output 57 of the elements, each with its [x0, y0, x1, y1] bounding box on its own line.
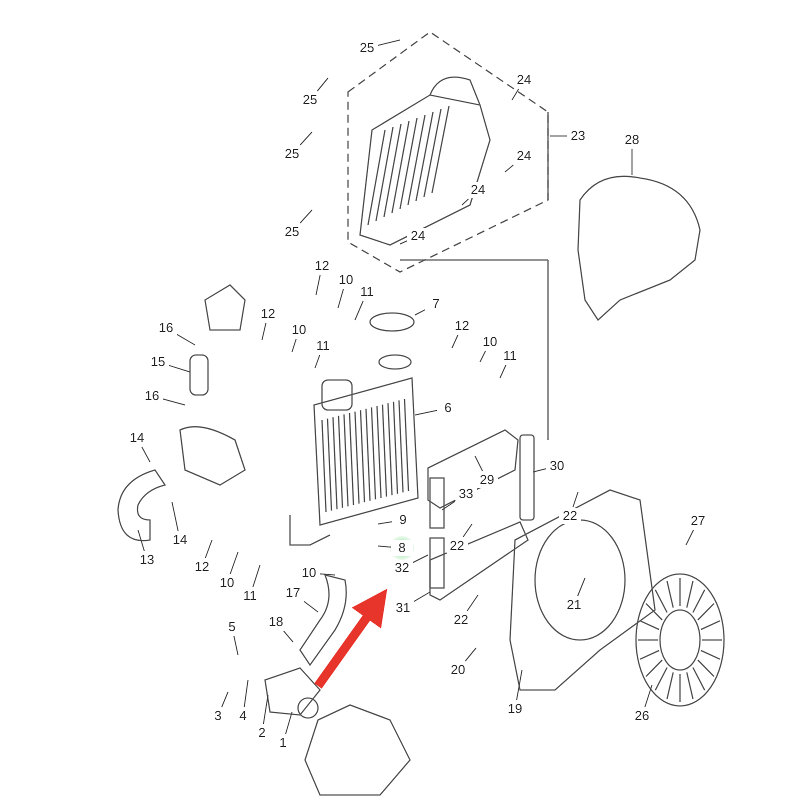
leader-line — [230, 552, 238, 574]
leader-line — [414, 309, 426, 316]
leader-line — [577, 578, 586, 596]
arrow — [314, 588, 388, 689]
callout-number: 22 — [446, 538, 468, 554]
leader-line — [378, 546, 392, 548]
leader-line — [474, 456, 483, 472]
leader-line — [378, 40, 400, 46]
leader-line — [300, 210, 312, 224]
leader-line — [354, 300, 364, 320]
leader-line — [412, 554, 428, 563]
leader-line — [452, 334, 458, 348]
leader-line — [292, 338, 297, 352]
leader-line — [244, 680, 248, 708]
leader-line — [320, 573, 336, 576]
leader-line — [644, 684, 652, 708]
leader-line — [414, 410, 438, 416]
callout-number: 8 — [391, 540, 413, 556]
leader-line — [464, 648, 476, 662]
callout-number: 33 — [455, 486, 477, 502]
leader-line — [500, 364, 506, 378]
leader-line — [204, 540, 212, 558]
leader-line — [504, 164, 514, 172]
leader-line — [532, 468, 546, 472]
leader-line — [462, 524, 472, 538]
leader-line — [285, 712, 292, 734]
leader-line — [572, 492, 578, 508]
leader-line — [314, 354, 320, 368]
leader-line — [338, 288, 344, 308]
callout-number: 29 — [476, 472, 498, 488]
leader-line — [480, 350, 486, 362]
leader-line — [686, 530, 694, 546]
leader-line — [462, 198, 469, 206]
leader-line — [262, 322, 266, 340]
leader-line — [442, 500, 456, 510]
leader-line — [162, 398, 186, 406]
leader-line — [176, 334, 196, 346]
leader-line — [512, 88, 520, 100]
leader-line — [378, 521, 392, 524]
leader-line — [252, 564, 260, 588]
leader-line — [466, 594, 478, 612]
leader-line — [141, 446, 150, 462]
leader-line — [233, 636, 238, 656]
leader-line — [516, 670, 522, 700]
leader-line — [316, 78, 328, 92]
leader-line — [221, 692, 228, 708]
leader-line — [283, 630, 294, 642]
callout-number: 22 — [559, 508, 581, 524]
leader-line — [316, 274, 321, 296]
leader-line — [172, 502, 179, 532]
leader-line — [138, 530, 145, 552]
leader-line — [400, 240, 408, 244]
leader-line — [304, 600, 318, 612]
leader-line — [300, 132, 312, 146]
leader-line — [414, 592, 430, 602]
leader-line — [262, 694, 268, 724]
leader-line — [168, 364, 190, 372]
